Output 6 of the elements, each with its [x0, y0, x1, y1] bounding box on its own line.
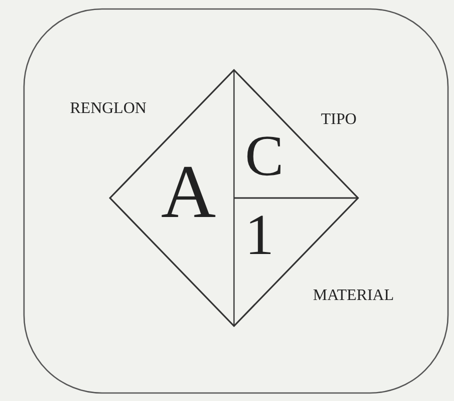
section-letter: A: [161, 154, 216, 230]
section-number: 1: [245, 206, 274, 264]
section-letter: C: [245, 127, 284, 185]
field-label: MATERIAL: [313, 288, 394, 304]
field-label: RENGLON: [70, 101, 146, 117]
field-label: TIPO: [321, 112, 357, 128]
